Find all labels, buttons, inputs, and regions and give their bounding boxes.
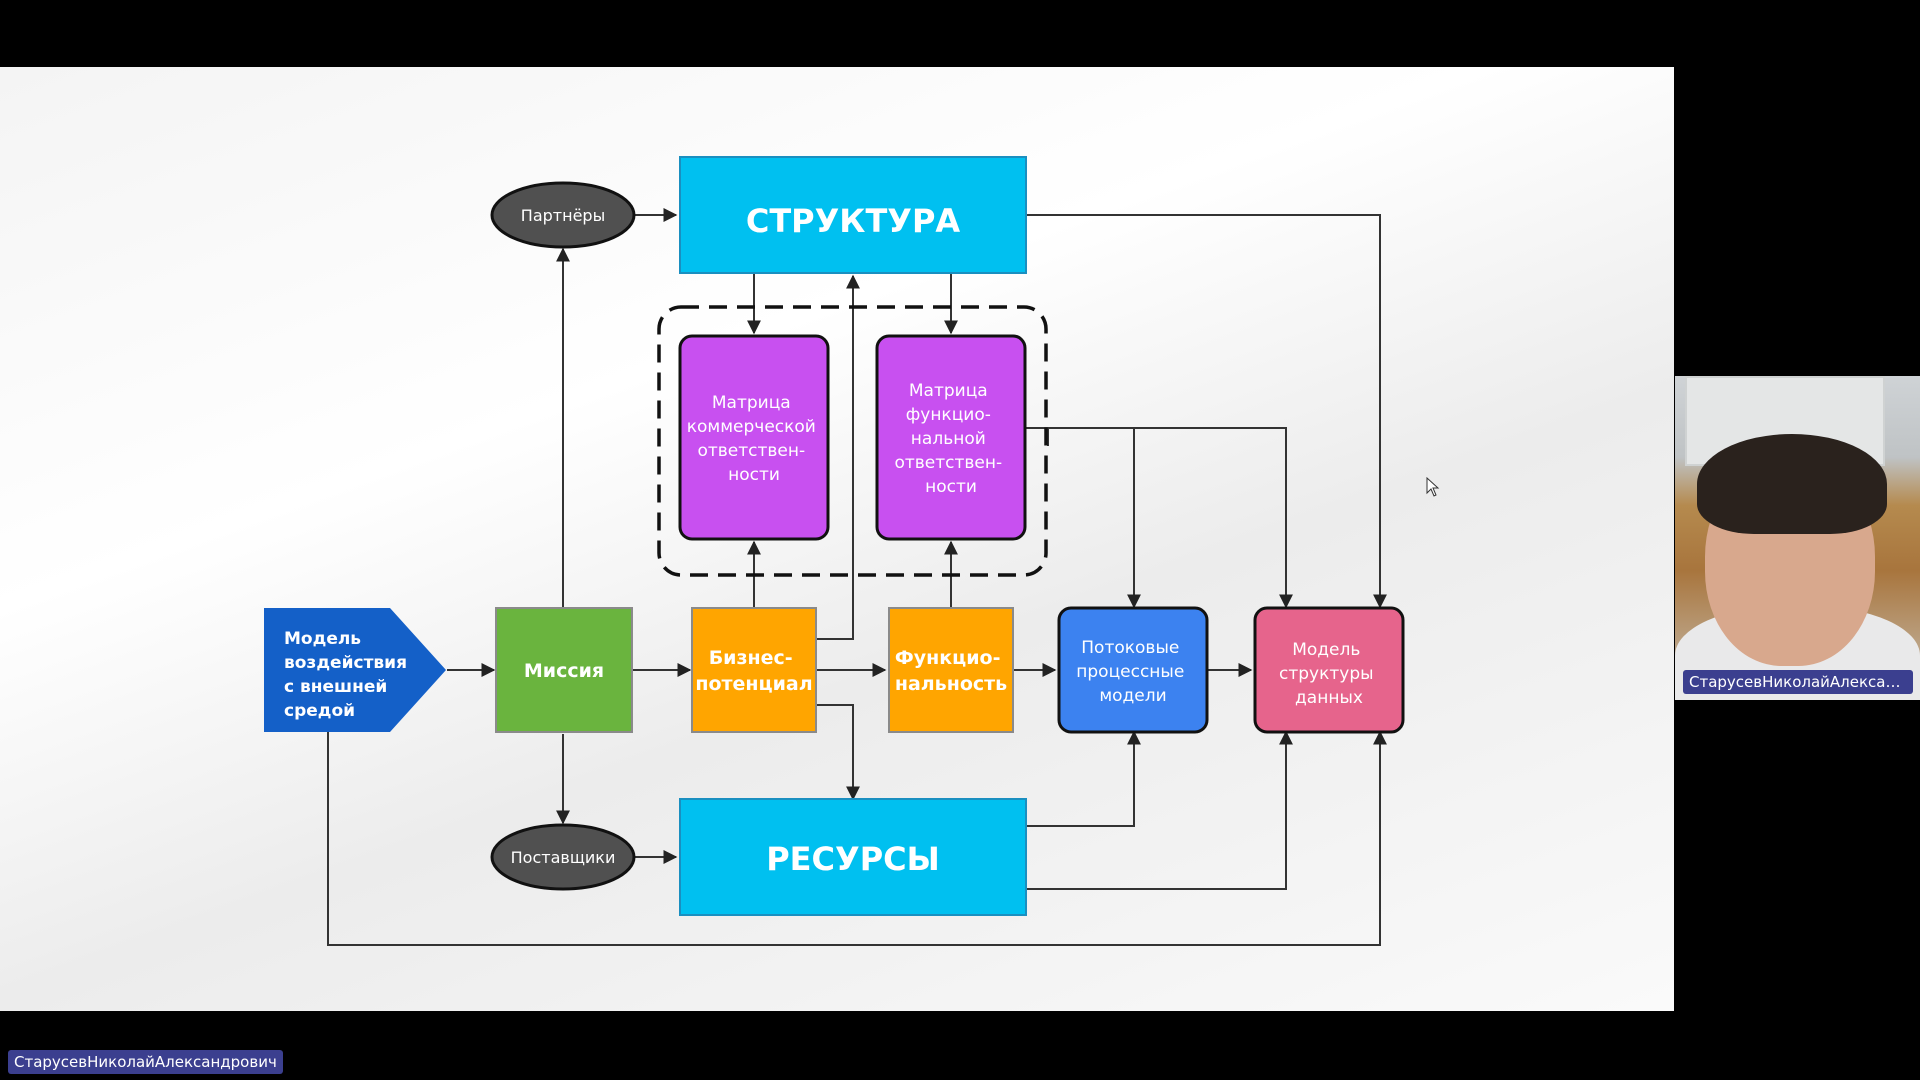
svg-text:Поставщики: Поставщики [511,848,616,867]
partners-oval: Партнёры [490,181,636,249]
svg-text:Миссия: Миссия [524,660,604,682]
svg-text:Бизнес- потенциал: Бизнес- потенциал [695,647,812,695]
structure-block: СТРУКТУРА [679,156,1027,274]
business-potential-block: Бизнес- потенциал [691,607,817,733]
environment-model-block: Модель воздействия с внешней средой [264,608,446,732]
svg-text:Партнёры: Партнёры [521,206,605,225]
svg-text:Модель структуры: Модель структуры данных [1279,640,1379,708]
presentation-slide: СТРУКТУРА РЕСУРСЫ Партнёры Поставщики Мо… [0,67,1674,1011]
business-architecture-diagram: СТРУКТУРА РЕСУРСЫ Партнёры Поставщики Мо… [264,156,1405,946]
responsibility-matrices-group [657,305,1048,577]
data-structure-model-block: Модель структуры данных [1253,606,1405,734]
functional-responsibility-matrix: Матрица функцио- нальной ответствен- нос… [875,334,1027,541]
mission-block: Миссия [495,607,633,733]
participant-name-tag: СтарусевНиколайАлексан... [1683,670,1913,694]
suppliers-oval: Поставщики [490,823,636,891]
svg-text:Матрица коммерческой: Матрица коммерческой ответствен- ности [687,393,822,485]
svg-text:Модель воздействия: Модель воздействия с внешней средой [284,629,413,721]
functionality-block: Функцио- нальность [888,607,1014,733]
participant-video-tile[interactable]: СтарусевНиколайАлексан... [1675,376,1920,700]
connector-lines [327,208,1387,946]
svg-text:Функцио- нальность: Функцио- нальность [895,647,1007,695]
resources-block: РЕСУРСЫ [679,798,1027,916]
svg-text:СТРУКТУРА: СТРУКТУРА [746,202,961,240]
commercial-responsibility-matrix: Матрица коммерческой ответствен- ности [678,334,830,541]
participant-hair [1697,434,1887,534]
svg-text:Матрица функцио-: Матрица функцио- нальной ответствен- нос… [894,381,1007,497]
svg-text:РЕСУРСЫ: РЕСУРСЫ [766,840,940,878]
self-name-tag: СтарусевНиколайАлександрович [8,1050,283,1074]
mouse-cursor-icon [1426,477,1440,497]
svg-text:Потоковые процессные: Потоковые процессные модели [1076,638,1189,706]
flow-process-models-block: Потоковые процессные модели [1057,606,1209,734]
